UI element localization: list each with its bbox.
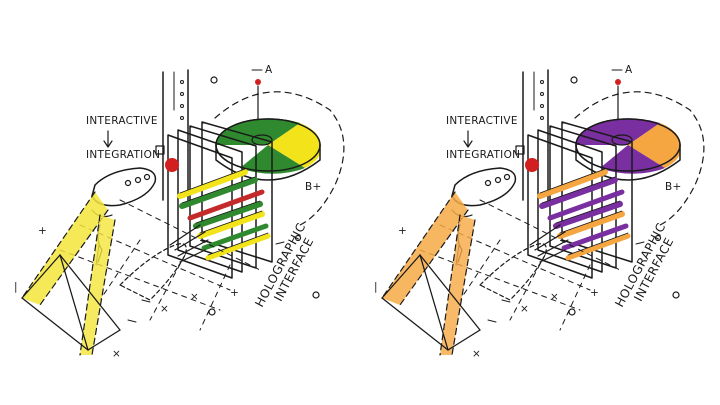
svg-text:×: ×	[472, 348, 481, 360]
integration-label: INTEGRATION	[86, 149, 160, 161]
svg-text:+: +	[230, 287, 239, 299]
red-indicator-dot	[165, 158, 179, 172]
holo-rods	[537, 168, 631, 261]
reaching-hand	[119, 224, 209, 301]
holographic-interface-sketch: INTERACTIVE INTEGRATION A B+	[14, 64, 345, 360]
marker-a-label: A	[265, 64, 273, 76]
marker-b-label: B+	[665, 181, 682, 193]
pole-dots	[540, 80, 544, 120]
frame-triangle	[381, 254, 481, 351]
interactive-label: INTERACTIVE	[446, 115, 518, 127]
svg-text:×: ×	[550, 291, 559, 303]
svg-text:×: ×	[112, 348, 121, 360]
integration-label: INTEGRATION	[446, 149, 520, 161]
pole-dots	[180, 80, 184, 120]
right-sketch-panel: INTERACTIVE INTEGRATION A B+	[360, 0, 720, 405]
marker-b-label: B+	[305, 181, 322, 193]
holo-rods	[177, 168, 271, 261]
holographic-interface-sketch: INTERACTIVE INTEGRATION A B+	[374, 64, 705, 360]
interactive-label: INTERACTIVE	[86, 115, 158, 127]
left-sketch-panel: INTERACTIVE INTEGRATION A B+	[14, 64, 345, 360]
small-square	[155, 145, 165, 155]
frame-triangle	[21, 254, 121, 351]
dashed-orbit	[574, 91, 705, 226]
dashed-orbit	[214, 91, 345, 226]
svg-text:×: ×	[160, 303, 169, 315]
scatter-marks: + | × × × +	[374, 76, 680, 360]
down-arrow-icon	[463, 130, 473, 148]
vertical-pole	[162, 69, 189, 201]
vertical-pole	[522, 69, 549, 201]
marker-a-dot	[615, 79, 621, 85]
svg-text:|: |	[14, 281, 18, 293]
svg-text:+: +	[38, 225, 47, 237]
svg-text:+: +	[398, 225, 407, 237]
marker-a-dot	[255, 79, 261, 85]
svg-text:×: ×	[190, 291, 199, 303]
scatter-marks: + | × × × +	[14, 76, 320, 360]
svg-text:+: +	[590, 287, 599, 299]
small-square	[515, 145, 525, 155]
left-arm	[21, 191, 116, 356]
svg-text:×: ×	[520, 303, 529, 315]
down-arrow-icon	[103, 130, 113, 148]
reaching-hand	[479, 224, 569, 301]
red-indicator-dot	[525, 158, 539, 172]
marker-a-label: A	[625, 64, 633, 76]
left-arm	[381, 191, 476, 356]
svg-text:|: |	[374, 281, 378, 293]
